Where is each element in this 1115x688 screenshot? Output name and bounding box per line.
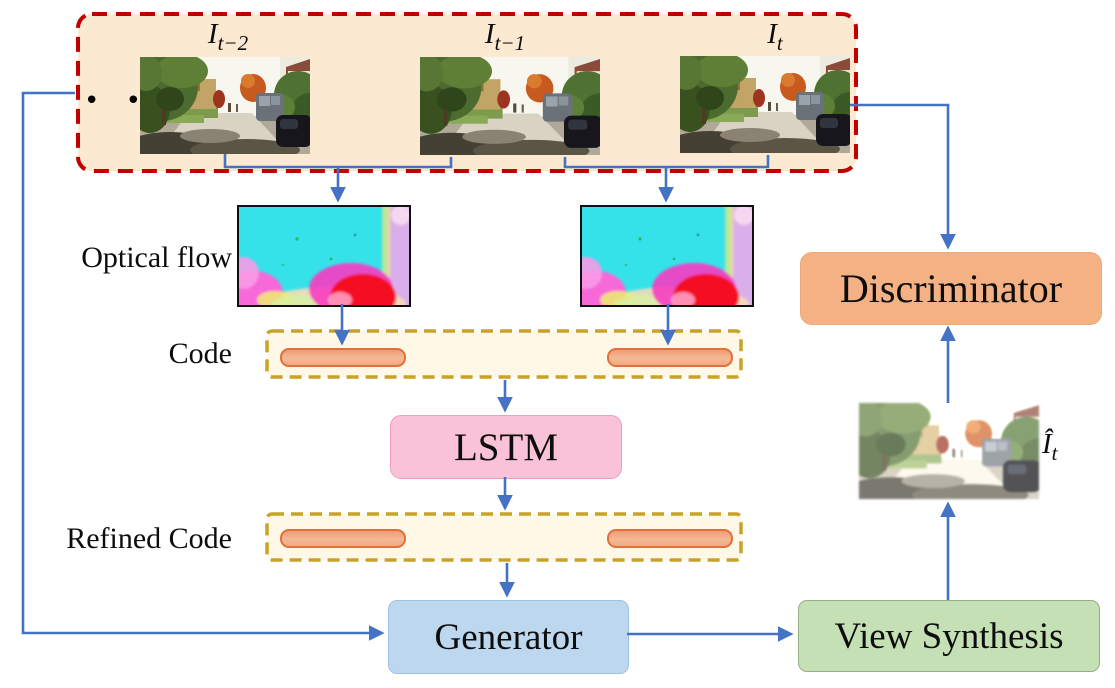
optical-flow-image-1 <box>237 205 411 307</box>
code-label: Code <box>168 337 232 370</box>
generator-node: Generator <box>388 600 629 674</box>
refined-code-label: Refined Code <box>66 522 232 555</box>
output-frame-label: Ît <box>1042 428 1058 465</box>
bracket-frames-1-2 <box>223 154 453 169</box>
refined-code-bar-1 <box>280 529 406 548</box>
frame-label-t: It <box>767 18 783 55</box>
code-bar-1 <box>280 348 406 367</box>
optical-flow-label: Optical flow <box>81 241 232 274</box>
arrow-frame-to-discriminator <box>850 103 956 250</box>
optical-flow-image-2 <box>580 205 754 307</box>
view-synthesis-node: View Synthesis <box>798 600 1100 672</box>
frame-image-t <box>680 56 850 153</box>
frame-image-t-1 <box>420 57 600 155</box>
bracket-frames-2-3 <box>563 155 770 169</box>
frame-label-t-2: It−2 <box>207 18 249 55</box>
frame-image-t-2 <box>140 57 310 154</box>
code-bar-2 <box>607 348 733 367</box>
discriminator-node: Discriminator <box>800 252 1102 325</box>
refined-code-bar-2 <box>607 529 733 548</box>
synthesized-frame-image <box>859 403 1039 499</box>
frame-label-t-1: It−1 <box>484 18 526 55</box>
lstm-node: LSTM <box>390 415 622 479</box>
